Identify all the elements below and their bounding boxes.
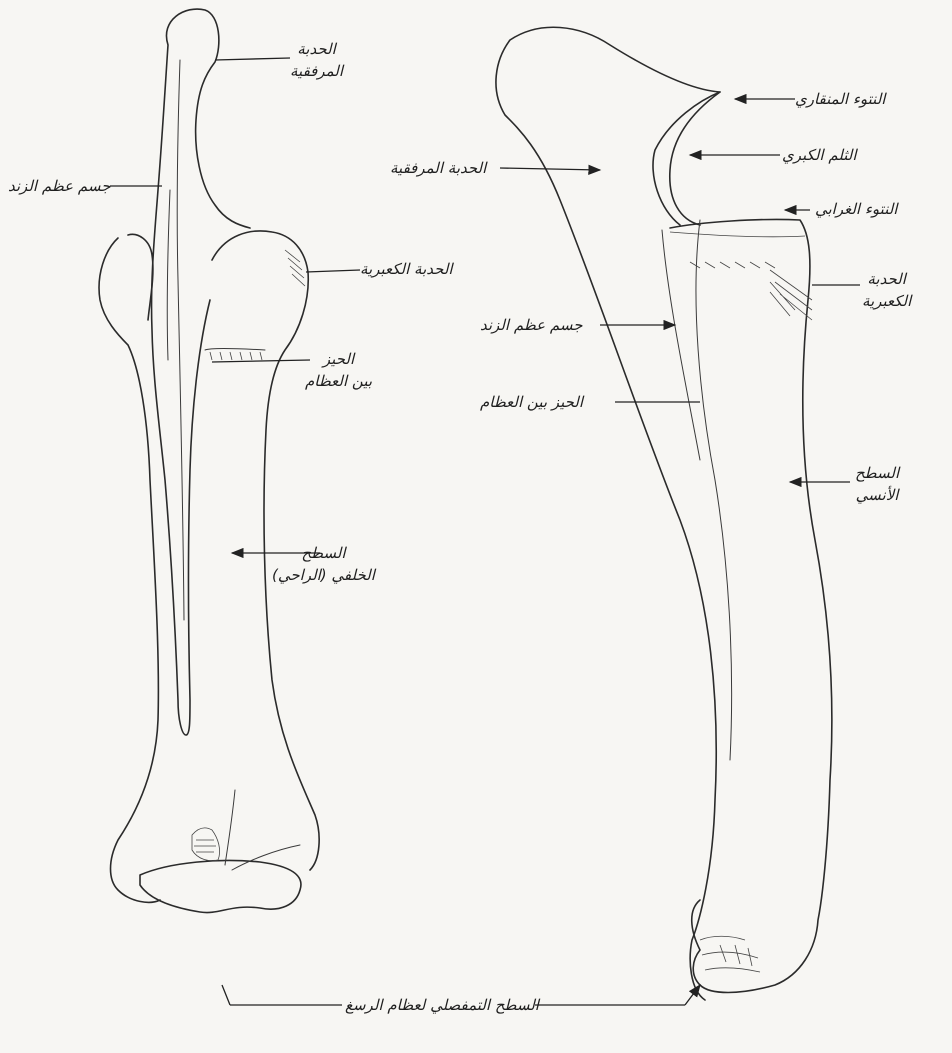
label-olecranon-right: الحدبة المرفقية — [390, 157, 486, 179]
right-ulna-outline — [496, 27, 720, 1000]
label-styloid-process-right: النتوء المنقاري — [795, 88, 885, 110]
label-olecranon-left: الحدبة المرفقية — [290, 38, 343, 82]
right-bone-figure — [496, 27, 832, 1000]
left-bone-figure — [99, 9, 319, 912]
label-styloid-right: النتوء الغرابي — [815, 198, 897, 220]
label-radial-tuberosity-left: الحدبة الكعبرية — [360, 258, 453, 280]
leader-olecranon-right — [500, 168, 600, 170]
leader-olecranon-left — [215, 58, 290, 60]
label-articular-surface: السطح التمفصلي لعظام الرسغ — [345, 994, 539, 1016]
left-ulna-outline — [152, 9, 250, 735]
label-interosseous-right: الحيز بين العظام — [480, 391, 583, 413]
label-ulna-body-left: جسم عظم الزند — [8, 175, 110, 197]
label-interosseous-left: الحيز بين العظام — [305, 348, 372, 392]
label-ulna-body-right: جسم عظم الزند — [480, 314, 582, 336]
label-radial-tuberosity-right: الحدبة الكعبرية — [862, 268, 911, 312]
leader-radial-tuberosity-left — [306, 270, 360, 272]
label-posterior-surface-left: السطح الخلفي (الراحي) — [272, 542, 375, 586]
label-anterior-surface-right: السطح الأنسي — [855, 462, 899, 506]
label-notch-right: الثلم الكبري — [782, 144, 857, 166]
leader-interosseous-left — [212, 360, 310, 362]
